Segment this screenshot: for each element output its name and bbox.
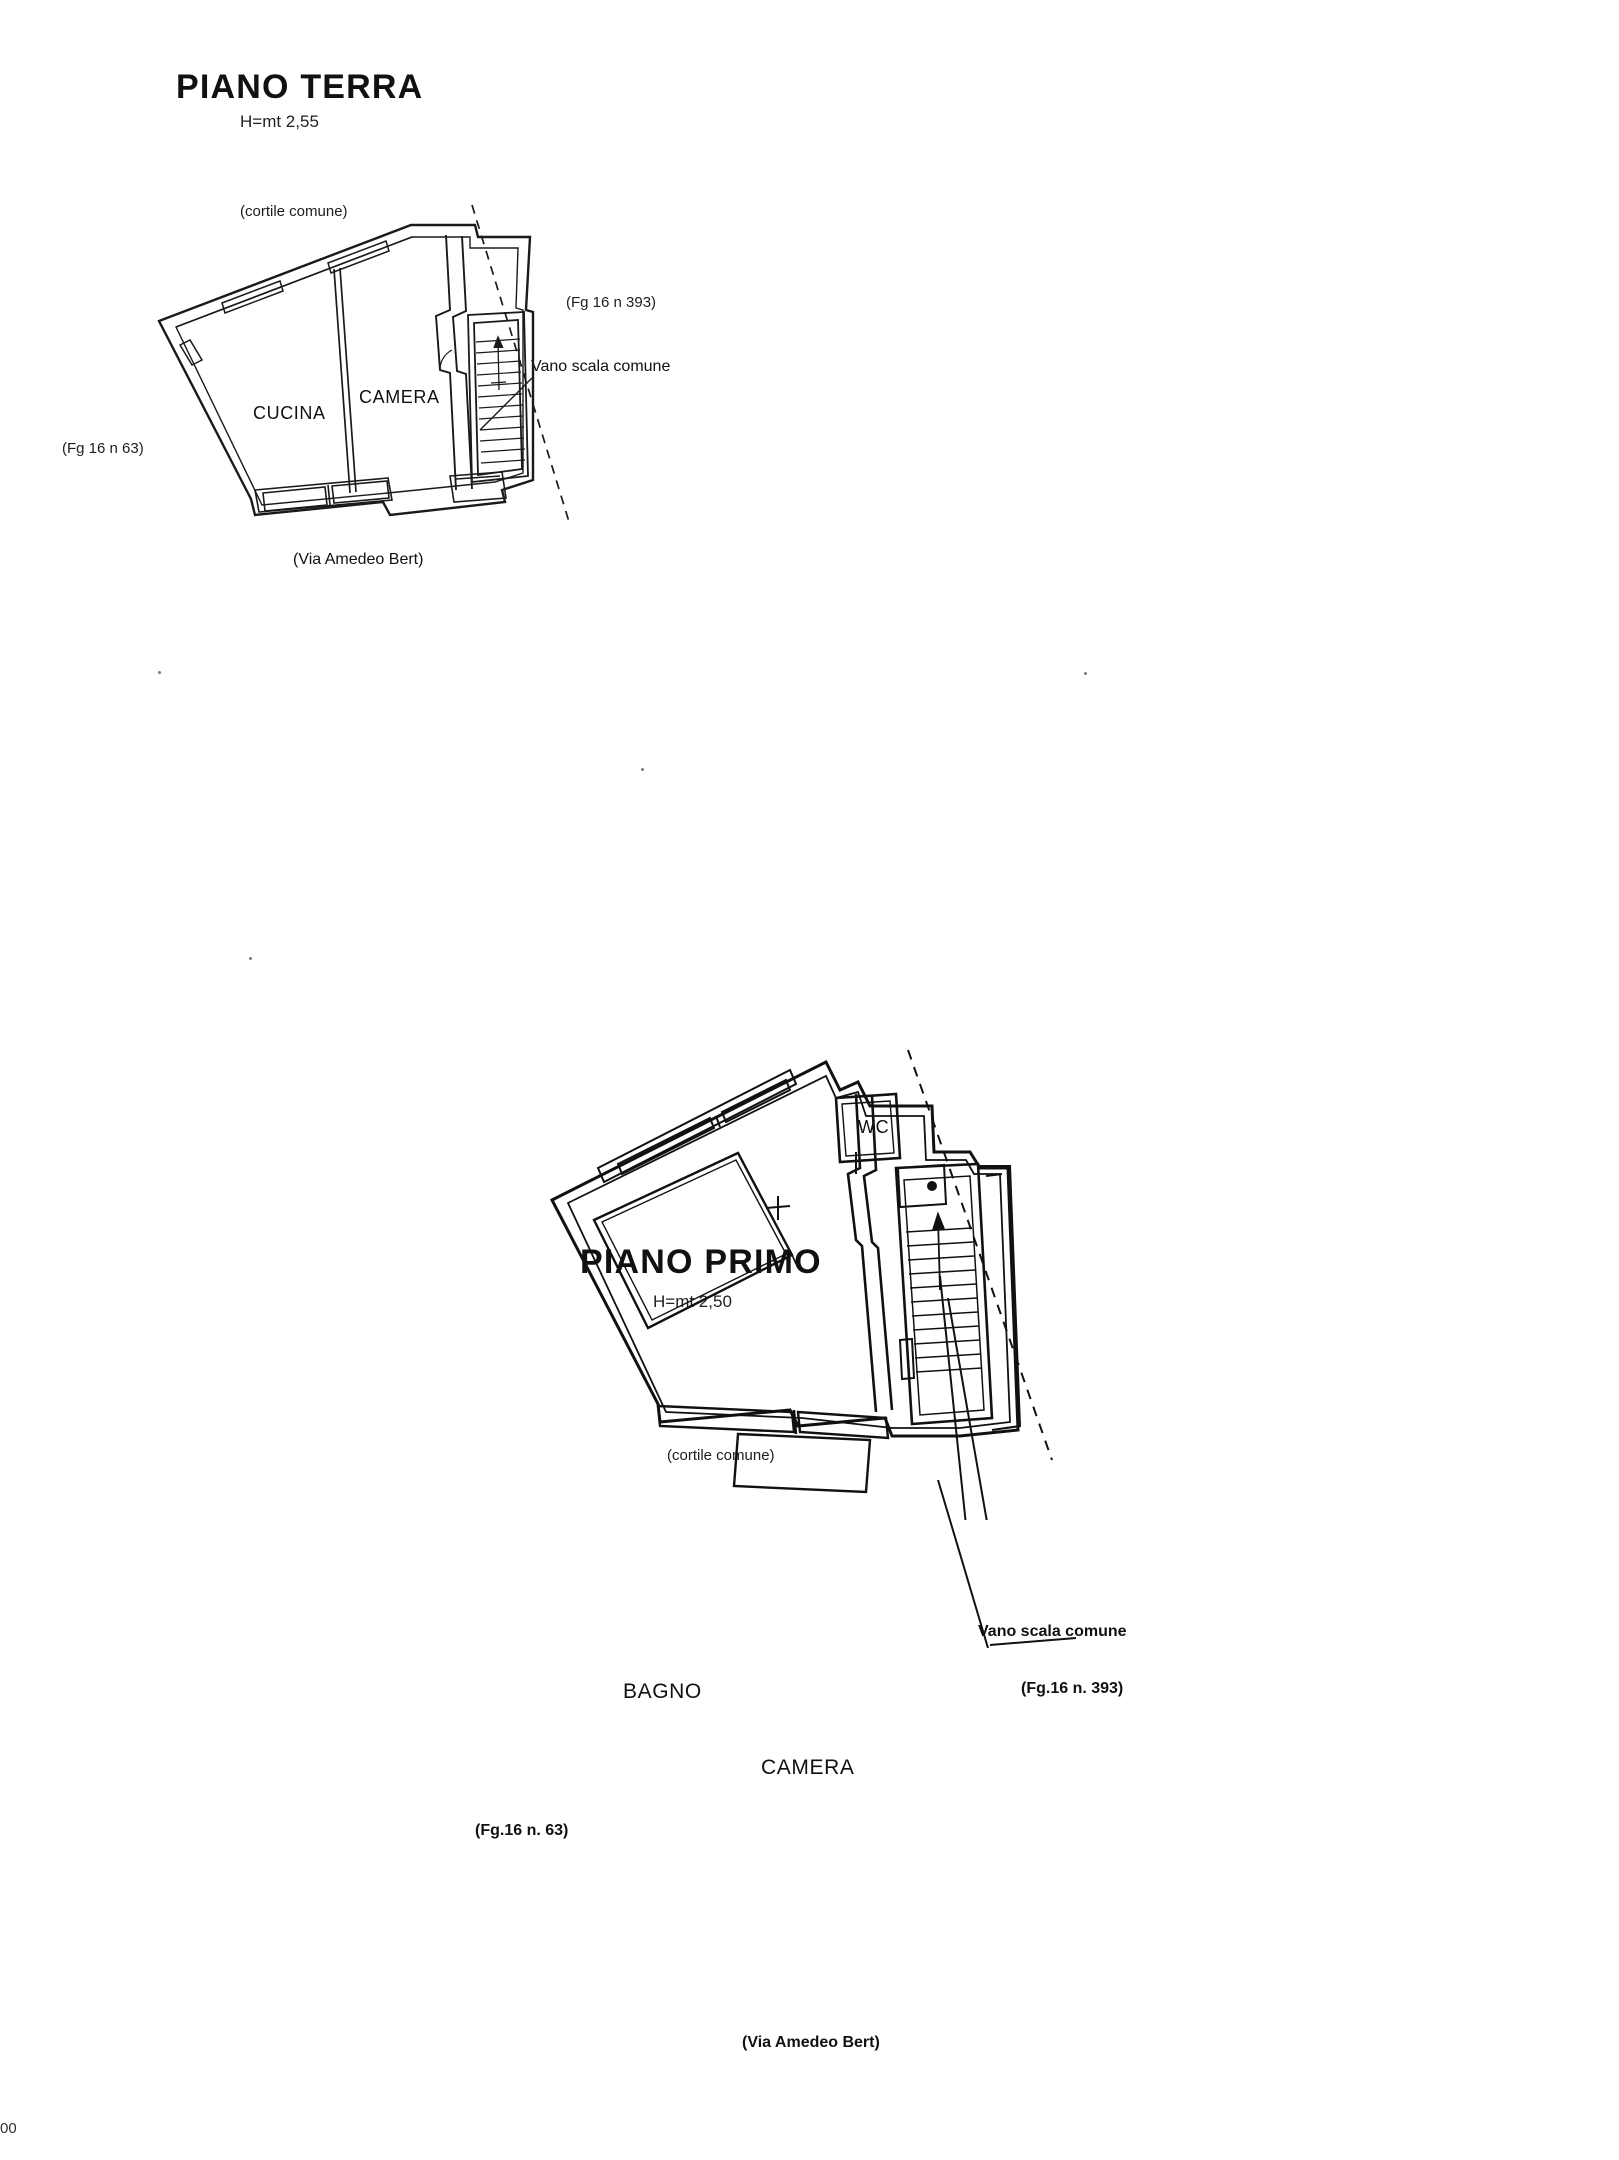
scan-speck (1084, 672, 1087, 675)
piano-primo-parcel-393-label: (Fg.16 n. 393) (1021, 1680, 1124, 1697)
piano-terra-parcel-63-label: (Fg 16 n 63) (62, 440, 144, 457)
piano-primo-drawing (540, 1040, 1100, 1520)
piano-primo-leader-svg (937, 1479, 1077, 1649)
piano-terra-stairwell-leader (479, 377, 533, 431)
scan-speck (249, 957, 252, 960)
piano-terra-title: PIANO TERRA (176, 68, 424, 106)
piano-primo-leader-overlay (880, 1180, 1120, 1680)
piano-primo-courtyard-label: (cortile comune) (667, 1447, 775, 1464)
piano-terra-stair-arrow (490, 335, 507, 391)
piano-primo-outer-walls (549, 1059, 1020, 1438)
piano-primo-bagno-door (765, 1196, 791, 1220)
leader-line (989, 1637, 1077, 1646)
piano-primo-outer-walls-inner (566, 1074, 1011, 1429)
piano-primo-stairwell-leader-2 (939, 1275, 967, 1520)
piano-primo-top-wall (596, 1068, 798, 1184)
piano-terra-window-group (178, 240, 390, 366)
piano-terra-boundary-dashed (471, 204, 571, 526)
piano-terra-street-label: (Via Amedeo Bert) (293, 551, 424, 568)
scan-speck (158, 671, 161, 674)
piano-primo-camera-outline (647, 1253, 799, 1329)
piano-terra-door-arc (439, 349, 453, 371)
leader-line-2 (937, 1479, 989, 1649)
piano-primo-stair-landing (896, 1163, 948, 1209)
piano-primo-stair-opening (898, 1337, 916, 1381)
piano-primo-parcel-63-label: (Fg.16 n. 63) (475, 1822, 569, 1839)
piano-primo-street-label: (Via Amedeo Bert) (742, 2034, 880, 2051)
piano-primo-stairwell-label: Vano scala comune (978, 1623, 1127, 1640)
piano-primo-room-bagno-inner (601, 1159, 787, 1321)
piano-terra-partition-camera-stairs (435, 234, 473, 491)
piano-primo-room-bagno-label: BAGNO (623, 1680, 702, 1703)
piano-terra-partition-cucina-camera (333, 267, 357, 494)
piano-primo-boundary-dashed (907, 1049, 1053, 1461)
piano-primo-bottom-wall (656, 1404, 890, 1440)
piano-primo-right-wall-detail (980, 1165, 1022, 1431)
page-corner-code: 00 (0, 2120, 17, 2137)
piano-primo-stairwell-leader (947, 1297, 988, 1520)
piano-terra-parcel-393-label: (Fg 16 n 393) (566, 294, 657, 311)
piano-terra-room-camera-label: CAMERA (359, 387, 440, 407)
piano-terra-plan-svg (157, 204, 571, 526)
piano-terra-drawing (150, 190, 590, 540)
piano-terra-bottom-wall (254, 477, 393, 513)
piano-terra-height-note: H=mt 2,55 (240, 112, 319, 131)
piano-terra-room-cucina-label: CUCINA (253, 403, 326, 423)
piano-terra-stairwell-label: Vano scala comune (531, 358, 671, 375)
piano-primo-entrance-projection (732, 1432, 872, 1494)
piano-terra-walls (157, 223, 535, 517)
piano-terra-top-wall (158, 224, 413, 328)
piano-terra-entrance (449, 471, 507, 503)
piano-primo-stair-pivot (927, 1181, 937, 1191)
piano-terra-stair-treads (475, 338, 526, 464)
piano-primo-room-wc-inner (841, 1100, 895, 1157)
piano-terra-courtyard-label: (cortile comune) (240, 203, 348, 220)
piano-primo-room-camera-label: CAMERA (761, 1756, 855, 1779)
piano-primo-plan-svg (549, 1049, 1053, 1520)
scan-speck (641, 768, 644, 771)
piano-primo-stairwell-inner (903, 1175, 985, 1416)
piano-primo-room-wc (834, 1092, 902, 1164)
